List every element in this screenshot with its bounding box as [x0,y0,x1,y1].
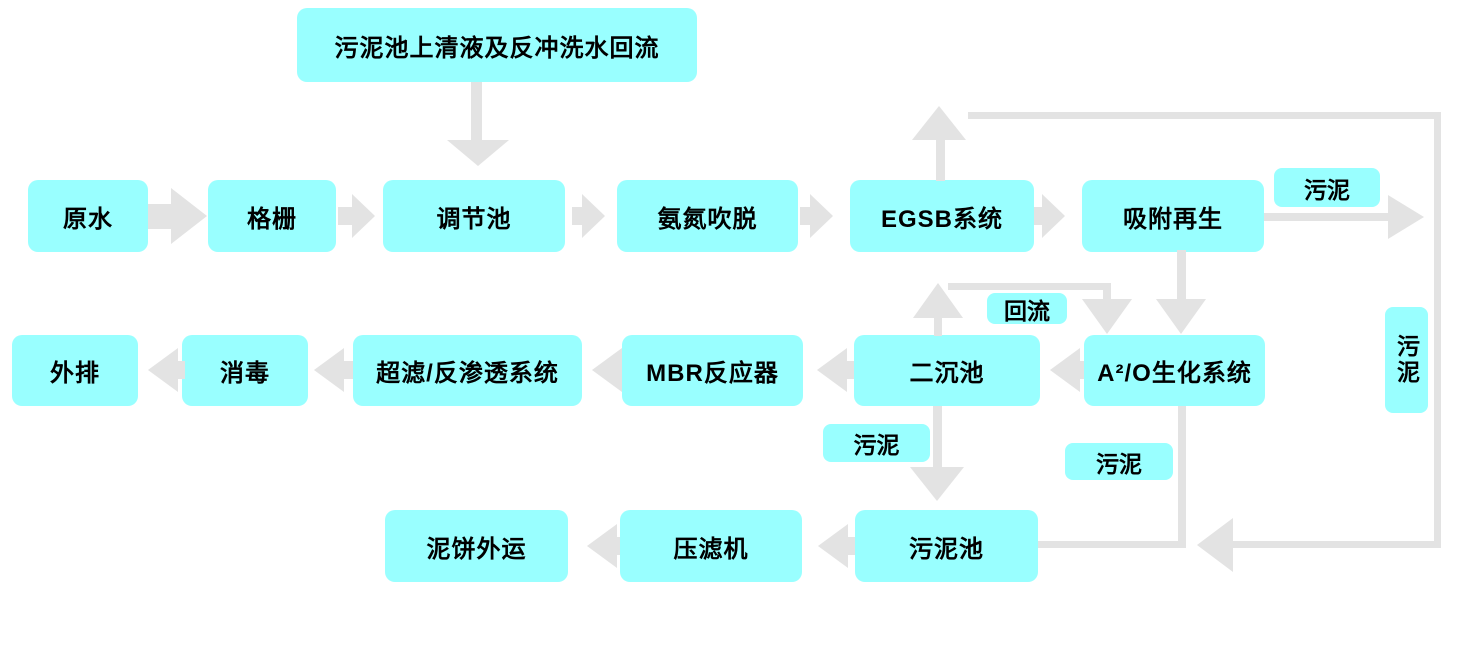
arrow-tail [617,537,620,555]
arrowhead-down-into-sludge-tank-icon [910,467,964,501]
connector-adsorption-sludge-right [1264,213,1388,221]
connector-a2o-sludge-down [1178,406,1186,548]
node-disinfection: 消毒 [182,335,308,406]
connector-supernatant-down-stem [471,82,482,140]
node-supernatant-return: 污泥池上清液及反冲洗水回流 [297,8,697,82]
connector-sludge-tank-horizontal [1038,541,1186,548]
node-equalization-tank: 调节池 [383,180,565,252]
label-sludge-secondary-clarifier: 污泥 [823,424,930,462]
arrow-tail [800,207,810,225]
node-raw-water: 原水 [28,180,148,252]
arrow-head-right-icon [171,188,207,244]
arrow-head-left-icon [587,524,617,568]
label-reflux: 回流 [987,293,1067,324]
arrow-head-left-icon [148,348,178,392]
connector-right-edge-vertical [1434,112,1441,548]
arrowhead-down-into-equalization-icon [447,140,509,166]
arrow-filter-press-to-cake [587,524,620,568]
arrow-bar-screen-to-equalization [338,194,375,238]
arrow-tail [344,361,353,379]
arrow-tail [148,203,171,229]
connector-reflux-up-stem [934,318,942,336]
arrowhead-right-adsorption-sludge-icon [1388,195,1424,239]
connector-secondary-sludge-down-stem [933,406,942,467]
arrow-head-left-icon [818,524,848,568]
node-discharge: 外排 [12,335,138,406]
node-secondary-clarifier: 二沉池 [854,335,1040,406]
arrow-equalization-to-ammonia [572,194,605,238]
arrowhead-down-reflux-into-a2o-icon [1082,299,1132,334]
node-mbr-reactor: MBR反应器 [622,335,803,406]
arrow-ammonia-to-egsb [800,194,833,238]
arrow-head-right-icon [582,194,605,238]
node-filter-press: 压滤机 [620,510,802,582]
arrow-sludge-tank-to-filter-press [818,524,855,568]
arrow-disinfection-to-discharge [148,348,185,392]
arrow-head-left-icon [1050,348,1080,392]
arrow-head-left-icon [314,348,344,392]
arrow-head-right-icon [352,194,375,238]
arrow-tail [847,361,854,379]
arrow-head-right-icon [1042,194,1065,238]
arrow-mbr-to-ufro [592,348,622,392]
arrow-tail [1034,207,1042,225]
arrowhead-up-reflux-icon [913,283,963,318]
connector-reflux-horizontal [948,283,1111,290]
arrow-ufro-to-disinfection [314,348,353,392]
arrow-head-left-icon [817,348,847,392]
label-sludge-a2o: 污泥 [1065,443,1173,480]
connector-egsb-top-horizontal [968,112,1441,119]
arrow-tail [848,537,855,555]
node-uf-ro-system: 超滤/反渗透系统 [353,335,582,406]
label-sludge-right-edge: 污泥 [1385,307,1428,413]
arrow-head-right-icon [810,194,833,238]
arrow-head-left-icon [592,348,622,392]
node-egsb-system: EGSB系统 [850,180,1034,252]
arrowhead-left-sludge-return-icon [1197,518,1233,572]
connector-bottom-right-horizontal [1233,541,1441,548]
connector-adsorption-down-stem [1177,250,1186,305]
node-bar-screen: 格栅 [208,180,336,252]
arrow-secondary-to-mbr [817,348,854,392]
arrow-tail [1080,361,1084,379]
node-sludge-tank: 污泥池 [855,510,1038,582]
connector-egsb-up-stem [936,140,945,181]
arrow-raw-water-to-bar-screen [148,188,207,244]
node-ammonia-stripping: 氨氮吹脱 [617,180,798,252]
node-cake-disposal: 泥饼外运 [385,510,568,582]
connector-reflux-corner-stem [1103,283,1111,305]
node-a2o-system: A²/O生化系统 [1084,335,1265,406]
arrowhead-down-adsorption-into-a2o-icon [1156,299,1206,334]
node-adsorption-regeneration: 吸附再生 [1082,180,1264,252]
arrow-egsb-to-adsorption [1034,194,1065,238]
label-sludge-adsorption-out: 污泥 [1274,168,1380,207]
arrow-tail [572,207,582,225]
arrow-tail [338,207,352,225]
arrow-tail [178,361,185,379]
arrow-a2o-to-secondary [1050,348,1084,392]
arrowhead-up-from-egsb-icon [912,106,966,140]
